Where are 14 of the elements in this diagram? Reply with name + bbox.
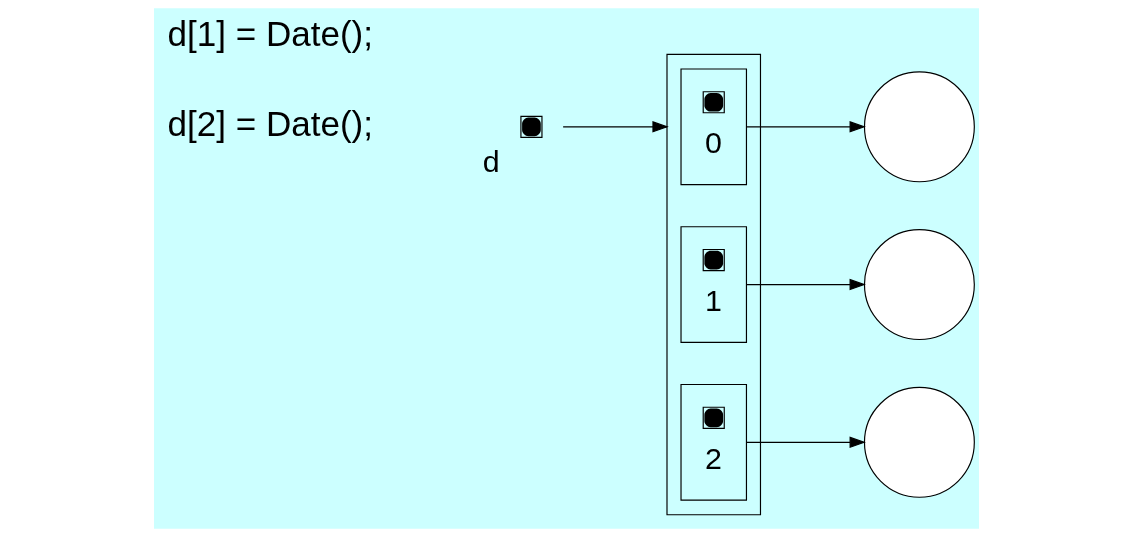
node-box: 0 (679, 68, 747, 186)
node-box: 2 (679, 383, 747, 501)
node-box: 1 (679, 226, 747, 343)
cluster (665, 53, 761, 516)
node-circle (863, 71, 975, 183)
arrow (562, 121, 669, 133)
node-label: d (482, 144, 500, 179)
node-circle (863, 386, 975, 498)
node-circle (863, 229, 975, 341)
label: d[2] = Date(); (167, 103, 373, 143)
arrow (745, 121, 866, 133)
label: d[1] = Date(); (167, 13, 373, 53)
arrow (745, 436, 866, 449)
arrow (745, 278, 866, 291)
